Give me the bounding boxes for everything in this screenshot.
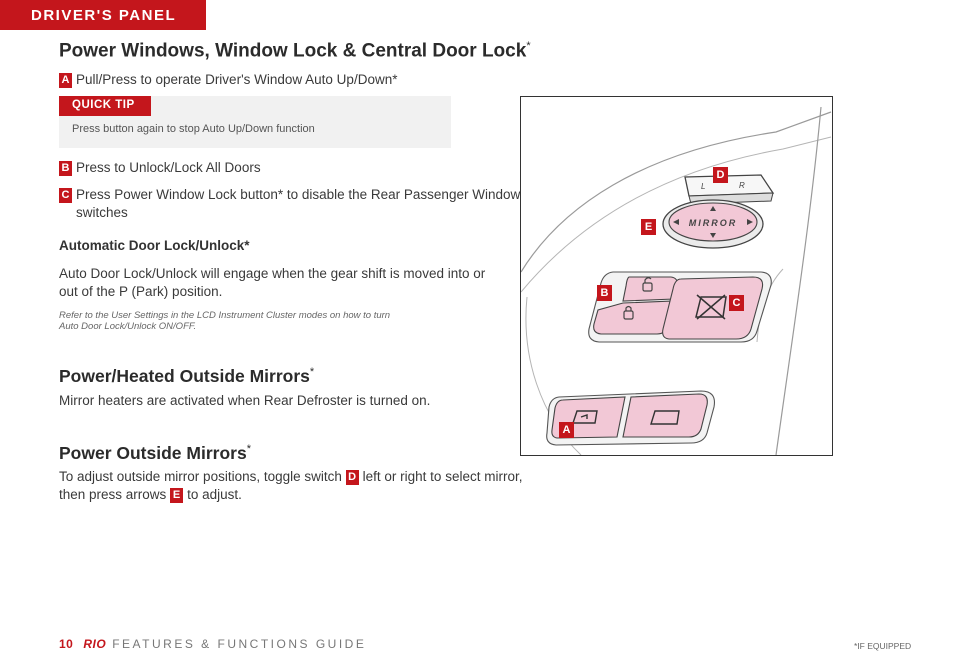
page-footer: 10 RIO FEATURES & FUNCTIONS GUIDE <box>59 637 366 651</box>
auto-lock-note-line2: Auto Door Lock/Unlock ON/OFF. <box>59 321 197 332</box>
auto-lock-line1: Auto Door Lock/Unlock will engage when t… <box>59 266 486 281</box>
if-equipped-note: *IF EQUIPPED <box>854 641 912 651</box>
page-number: 10 <box>59 637 74 651</box>
callout-d: D <box>713 167 728 183</box>
brand-name: RIO <box>83 637 107 651</box>
lock-icon <box>623 305 634 320</box>
badge-a: A <box>59 73 72 88</box>
mirrors-line1-a: To adjust outside mirror positions, togg… <box>59 469 342 484</box>
mirrors-line2-b: to adjust. <box>187 487 242 502</box>
quick-tip-label: QUICK TIP <box>59 96 151 116</box>
quick-tip-box: QUICK TIP Press button again to stop Aut… <box>59 96 451 148</box>
arrow-down-icon[interactable] <box>710 233 716 238</box>
heated-heading-text: Power/Heated Outside Mirrors <box>59 366 310 386</box>
window-lock-icon <box>695 294 727 320</box>
mirror-adjust-pad[interactable] <box>668 202 758 242</box>
badge-e-inline: E <box>170 488 184 503</box>
auto-lock-note-line1: Refer to the User Settings in the LCD In… <box>59 310 391 321</box>
passenger-window-icon <box>650 410 680 425</box>
door-panel-figure: L R MIRROR <box>520 96 833 456</box>
item-a: A Pull/Press to operate Driver's Window A… <box>59 72 397 88</box>
mirrors-asterisk: * <box>246 443 251 456</box>
heated-asterisk: * <box>309 366 315 379</box>
arrow-up-icon[interactable] <box>710 206 716 211</box>
arrow-right-icon[interactable] <box>747 219 753 225</box>
mirrors-heading-text: Power Outside Mirrors <box>59 443 247 463</box>
panel-outline-top <box>520 111 832 273</box>
panel-outline-edge <box>775 106 822 456</box>
item-c-line2: switches <box>76 205 128 220</box>
item-a-text: Pull/Press to operate Driver's Window Au… <box>76 72 398 87</box>
mirror-right-label: R <box>739 181 745 190</box>
page-title: Power Windows, Window Lock & Central Doo… <box>59 40 531 62</box>
mirror-label: MIRROR <box>689 218 738 228</box>
mirror-left-label: L <box>701 182 705 191</box>
item-c-line1: Press Power Window Lock button* to disab… <box>76 187 521 202</box>
heated-mirrors-text: Mirror heaters are activated when Rear D… <box>59 393 431 408</box>
auto-lock-heading: Automatic Door Lock/Unlock* <box>59 238 250 253</box>
title-asterisk: * <box>526 40 531 52</box>
mirrors-line1-b: left or right to select mirror, <box>362 469 523 484</box>
item-b: B Press to Unlock/Lock All Doors <box>59 160 261 176</box>
auto-lock-line2: out of the P (Park) position. <box>59 284 223 299</box>
arrow-left-icon[interactable] <box>673 219 679 225</box>
passenger-window-switch[interactable] <box>622 393 708 438</box>
mirror-select-switch[interactable] <box>684 174 775 205</box>
badge-d-inline: D <box>345 470 359 485</box>
callout-b: B <box>597 285 612 301</box>
section-tab: DRIVER'S PANEL <box>0 0 206 30</box>
badge-b: B <box>59 161 72 176</box>
callout-a: A <box>559 422 574 438</box>
callout-c: C <box>729 295 744 311</box>
badge-c: C <box>59 188 72 203</box>
mirrors-line1: To adjust outside mirror positions, togg… <box>59 468 522 486</box>
page-title-text: Power Windows, Window Lock & Central Doo… <box>59 40 527 62</box>
power-mirrors-heading: Power Outside Mirrors* <box>59 443 251 464</box>
quick-tip-text: Press button again to stop Auto Up/Down … <box>72 123 315 135</box>
unlock-button[interactable] <box>622 276 678 302</box>
unlock-icon <box>642 277 653 292</box>
item-c: C Press Power Window Lock button* to disa… <box>59 187 520 203</box>
auto-lock-note: Refer to the User Settings in the LCD In… <box>59 310 390 332</box>
panel-outline-top-inner <box>520 136 832 293</box>
callout-e: E <box>641 219 656 235</box>
heated-mirrors-heading: Power/Heated Outside Mirrors* <box>59 366 314 387</box>
guide-name: FEATURES & FUNCTIONS GUIDE <box>112 637 367 651</box>
driver-window-icon <box>572 410 598 424</box>
door-panel-illustration: L R MIRROR <box>520 106 832 456</box>
item-b-text: Press to Unlock/Lock All Doors <box>76 160 261 175</box>
mirrors-line2-a: then press arrows <box>59 487 167 502</box>
